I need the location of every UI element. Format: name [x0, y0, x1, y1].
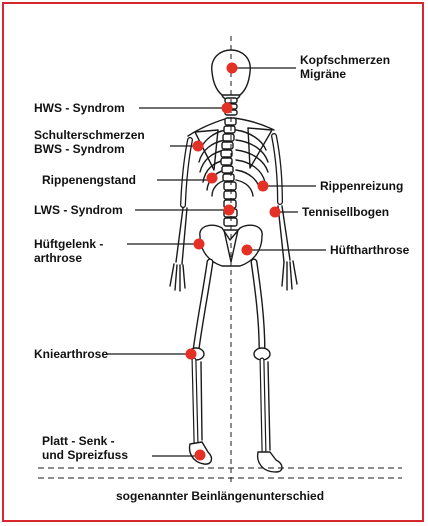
left-hand [170, 264, 185, 291]
label-beinlaengenunterschied: sogenannter Beinlängenunterschied [116, 489, 324, 503]
label-rippenengstand: Rippenengstand [42, 173, 136, 187]
marker-fuss [195, 450, 206, 461]
marker-knie [186, 349, 197, 360]
marker-schulter [193, 141, 204, 152]
marker-rippenreiz [258, 181, 269, 192]
label-bws: BWS - Syndrom [34, 142, 125, 156]
marker-hueftarthrose [242, 245, 253, 256]
right-foot [258, 452, 282, 472]
left-fibula [201, 362, 202, 440]
label-hws: HWS - Syndrom [34, 101, 125, 115]
marker-hueftgelenk [194, 239, 205, 250]
marker-lws [224, 205, 235, 216]
skeleton-figure [170, 50, 297, 472]
right-hand [282, 261, 297, 290]
right-fibula [268, 362, 270, 450]
label-arthrose: arthrose [34, 251, 82, 265]
label-hueftgelenk: Hüftgelenk - [34, 237, 103, 251]
label-schulterschmerzen: Schulterschmerzen [34, 128, 145, 142]
label-lws: LWS - Syndrom [34, 203, 123, 217]
left-ulna [182, 208, 187, 264]
marker-rippeneng [207, 173, 218, 184]
label-migraene: Migräne [300, 67, 346, 81]
marker-hws [222, 103, 233, 114]
marker-tennis [270, 207, 281, 218]
left-radius [176, 208, 183, 262]
label-kniearthrose: Kniearthrose [34, 347, 108, 361]
label-hueftarthrose: Hüftharthrose [330, 243, 409, 257]
label-tennisellbogen: Tennisellbogen [302, 205, 389, 219]
label-kopfschmerzen: Kopfschmerzen [300, 53, 390, 67]
label-platt-senk: Platt - Senk - [42, 434, 115, 448]
marker-kopf [227, 63, 238, 74]
label-rippenreizung: Rippenreizung [320, 179, 403, 193]
label-spreizfuss: und Spreizfuss [42, 448, 128, 462]
